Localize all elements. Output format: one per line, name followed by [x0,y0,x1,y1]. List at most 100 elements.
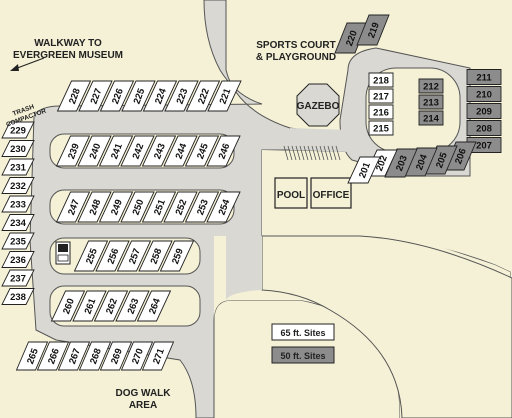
site-214-pad[interactable] [418,110,444,126]
site-244-pad[interactable] [163,135,198,167]
site-269-pad[interactable] [99,341,133,371]
site-245-pad[interactable] [184,135,220,167]
site-221-pad[interactable] [207,80,242,112]
site-241[interactable]: 241 [98,135,134,167]
site-265[interactable]: 265 [15,341,49,371]
site-232-pad[interactable] [1,177,35,194]
site-255-pad[interactable] [73,240,109,272]
site-231-pad[interactable] [1,158,35,176]
site-247[interactable]: 247 [55,191,91,223]
site-252[interactable]: 252 [163,191,198,223]
site-220-pad[interactable] [334,22,368,54]
site-266-pad[interactable] [36,341,70,371]
site-231[interactable]: 231 [1,158,35,176]
site-270-pad[interactable] [120,341,154,371]
site-246[interactable]: 246 [206,135,241,167]
site-268[interactable]: 268 [78,341,112,371]
site-208-pad[interactable] [466,120,502,136]
site-259-pad[interactable] [159,240,195,272]
site-246-pad[interactable] [206,135,241,167]
site-239-pad[interactable] [55,135,91,167]
site-217[interactable]: 217 [368,88,394,104]
site-235-pad[interactable] [1,232,35,250]
site-211-pad[interactable] [466,69,502,85]
site-258[interactable]: 258 [138,240,173,272]
site-268-pad[interactable] [78,341,112,371]
site-233[interactable]: 233 [1,195,35,213]
site-251[interactable]: 251 [141,191,177,223]
site-270[interactable]: 270 [120,341,154,371]
site-261-pad[interactable] [72,290,107,322]
site-222[interactable]: 222 [185,80,221,112]
site-271[interactable]: 271 [141,341,175,371]
site-212[interactable]: 212 [418,78,444,94]
site-264[interactable]: 264 [136,290,172,322]
site-267-pad[interactable] [57,341,91,371]
site-226[interactable]: 226 [99,80,135,112]
site-232[interactable]: 232 [1,177,35,194]
site-218[interactable]: 218 [368,72,394,88]
site-221[interactable]: 221 [207,80,242,112]
site-260-pad[interactable] [50,290,86,322]
site-249[interactable]: 249 [98,191,134,223]
site-228-pad[interactable] [56,80,92,112]
site-223-pad[interactable] [164,80,199,112]
site-215[interactable]: 215 [368,120,394,136]
site-241-pad[interactable] [98,135,134,167]
site-237-pad[interactable] [1,269,35,287]
site-201[interactable]: 201 [347,156,381,184]
site-209[interactable]: 209 [466,103,502,119]
site-269[interactable]: 269 [99,341,133,371]
site-239[interactable]: 239 [55,135,91,167]
site-267[interactable]: 267 [57,341,91,371]
site-219-pad[interactable] [356,14,390,46]
site-249-pad[interactable] [98,191,134,223]
site-225[interactable]: 225 [121,80,156,112]
site-236[interactable]: 236 [1,251,35,268]
site-210[interactable]: 210 [466,86,502,102]
site-224[interactable]: 224 [142,80,178,112]
site-263-pad[interactable] [115,290,150,322]
site-224-pad[interactable] [142,80,178,112]
site-208[interactable]: 208 [466,120,502,136]
site-262[interactable]: 262 [93,290,129,322]
site-265-pad[interactable] [15,341,49,371]
site-240-pad[interactable] [77,135,112,167]
site-215-pad[interactable] [368,120,394,136]
site-234-pad[interactable] [1,214,35,231]
site-217-pad[interactable] [368,88,394,104]
site-213[interactable]: 213 [418,94,444,110]
site-205[interactable]: 205 [424,145,458,175]
site-226-pad[interactable] [99,80,135,112]
site-234[interactable]: 234 [1,214,35,231]
site-233-pad[interactable] [1,195,35,213]
site-256[interactable]: 256 [95,240,130,272]
site-260[interactable]: 260 [50,290,86,322]
site-223[interactable]: 223 [164,80,199,112]
site-236-pad[interactable] [1,251,35,268]
site-253[interactable]: 253 [184,191,220,223]
site-227[interactable]: 227 [78,80,113,112]
site-254-pad[interactable] [206,191,241,223]
site-216[interactable]: 216 [368,104,394,120]
site-228[interactable]: 228 [56,80,92,112]
site-256-pad[interactable] [95,240,130,272]
site-238-pad[interactable] [1,288,35,305]
site-257[interactable]: 257 [116,240,152,272]
site-238[interactable]: 238 [1,288,35,305]
site-245[interactable]: 245 [184,135,220,167]
site-250[interactable]: 250 [120,191,155,223]
site-251-pad[interactable] [141,191,177,223]
site-252-pad[interactable] [163,191,198,223]
site-263[interactable]: 263 [115,290,150,322]
site-254[interactable]: 254 [206,191,241,223]
site-230[interactable]: 230 [1,140,35,157]
site-237[interactable]: 237 [1,269,35,287]
site-243[interactable]: 243 [141,135,177,167]
site-227-pad[interactable] [78,80,113,112]
site-209-pad[interactable] [466,103,502,119]
site-211[interactable]: 211 [466,69,502,85]
site-218-pad[interactable] [368,72,394,88]
site-222-pad[interactable] [185,80,221,112]
site-244[interactable]: 244 [163,135,198,167]
